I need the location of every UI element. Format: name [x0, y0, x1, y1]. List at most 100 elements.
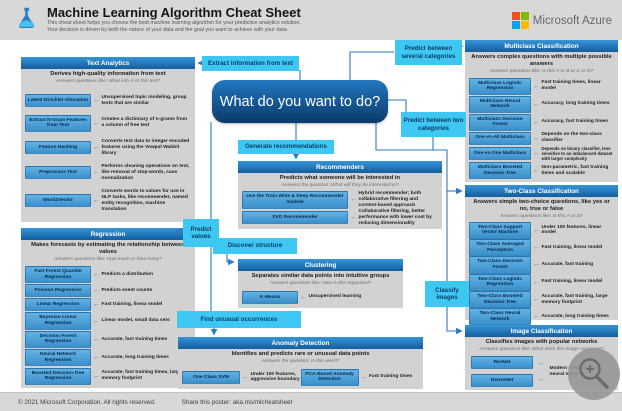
left-arrow-icon — [93, 169, 100, 176]
algorithm-box: One Class SVM — [182, 370, 240, 384]
label-predict-between-several-categories: Predict between several categories — [395, 40, 462, 65]
section-subtitle: Separates similar data points into intui… — [251, 273, 390, 279]
algorithm-desc: Depends on the two-class classifier — [541, 132, 602, 144]
algorithm-row: One Class SVM Under 100 features, aggres… — [182, 370, 301, 384]
algorithm-box: PCA-Based Anomaly Detection — [300, 368, 359, 387]
section-question: Answers questions like: How much or how … — [54, 256, 162, 262]
section-title: Image Classification — [465, 325, 618, 337]
section-question: Answers the question: Is this weird? — [261, 358, 340, 364]
algorithm-box: Extract N-Gram Features from Text — [25, 114, 91, 132]
section-text-analytics: Text Analytics Derives high-quality info… — [21, 57, 195, 222]
left-arrow-icon — [242, 374, 249, 381]
section-title: Regression — [21, 228, 195, 240]
zoom-magnifier-icon[interactable] — [566, 346, 622, 402]
algorithm-row: Latent Dirichlet Allocation Unsupervised… — [21, 94, 195, 108]
section-title: Clustering — [238, 259, 403, 271]
section-subtitle: Derives high-quality information from te… — [50, 71, 166, 77]
label-discover-structure: Discover structure — [213, 238, 297, 254]
algorithm-box: Two-Class Support Vector Machine — [469, 221, 531, 240]
algorithm-desc: Accurate, long training times — [541, 313, 609, 319]
algorithm-box: Two-Class Averaged Perceptron — [469, 239, 531, 257]
left-arrow-icon — [93, 197, 100, 204]
algorithm-desc: Under 100 features, aggressive boundary — [250, 371, 300, 383]
algorithm-desc: Under 100 features, linear model — [541, 224, 602, 236]
label-classify-images: Classify images — [425, 281, 469, 307]
algorithm-desc: Accurate, fast training — [541, 262, 594, 268]
section-subtitle: Makes forecasts by estimating the relati… — [31, 242, 185, 255]
algorithm-box: One-vs-One Multiclass — [469, 146, 531, 160]
algorithm-box: Boosted Decision Tree Regression — [25, 367, 91, 385]
label-predict-between-two-categories: Predict between two categories — [401, 112, 466, 137]
algorithm-row: Two-Class Averaged Perceptron Fast train… — [465, 239, 618, 257]
left-arrow-icon — [93, 336, 100, 343]
left-arrow-icon — [533, 101, 540, 108]
algorithm-desc: Accurate, long training times — [101, 354, 169, 360]
algorithm-row: Boosted Decision Tree Regression Accurat… — [21, 367, 195, 385]
left-arrow-icon — [93, 287, 100, 294]
left-arrow-icon — [533, 279, 540, 286]
algorithm-desc: Non-parametric, fast training times and … — [541, 164, 609, 176]
algorithm-row: Fast Forest Quantile Regression Predicts… — [21, 265, 195, 284]
algorithm-row: Decision Forest Regression Accurate, fas… — [21, 330, 195, 349]
algorithm-row: Two-Class Decision Forest Accurate, fast… — [465, 256, 618, 274]
algorithm-row: Feature Hashing Converts text data to in… — [21, 139, 195, 157]
algorithm-desc: Fast training, linear model — [541, 244, 603, 250]
algorithm-desc: Predicts event counts — [101, 287, 153, 293]
algorithm-desc: Depends on binary classifier, less sensi… — [541, 145, 613, 161]
header-bar: Machine Learning Algorithm Cheat Sheet T… — [0, 0, 622, 40]
algorithm-row: Use the Train Wide & Deep Recommender mo… — [238, 191, 442, 209]
brand-name: Microsoft Azure — [532, 14, 612, 27]
algorithm-row: One-vs-One Multiclass Depends on binary … — [465, 146, 618, 161]
algorithm-box: Multiclass Decision Forest — [469, 113, 531, 132]
left-arrow-icon — [361, 374, 368, 381]
algorithm-row: Neural Network Regression Accurate, long… — [21, 349, 195, 367]
algorithm-desc: Fast training, linear model — [101, 301, 163, 307]
algorithm-desc: Accuracy, fast training times — [541, 119, 609, 125]
left-arrow-icon — [538, 376, 545, 383]
section-subtitle: Answers complex questions with multiple … — [471, 54, 612, 67]
left-arrow-icon — [350, 214, 357, 221]
section-clustering: Clustering Separates similar data points… — [238, 259, 403, 308]
algorithm-box: DenseNet — [471, 374, 533, 388]
label-extract-information-from-text: Extract information from text — [202, 56, 299, 71]
section-question: Answers questions like: Is this A or B o… — [489, 68, 594, 74]
algorithm-row: Preprocess Text Performs cleaning operat… — [21, 164, 195, 182]
algorithm-row: Multiclass Logistic Regression Fast trai… — [465, 77, 618, 95]
footer-bar: © 2021 Microsoft Corporation. All rights… — [0, 392, 622, 411]
algorithm-box: Two-Class Boosted Decision Tree — [469, 290, 531, 309]
left-arrow-icon — [533, 83, 540, 90]
left-arrow-icon — [350, 196, 357, 203]
left-arrow-icon — [93, 373, 100, 380]
section-subtitle: Answers simple two-choice questions, lik… — [473, 199, 610, 212]
section-question: Answers questions like: What info is in … — [55, 78, 161, 84]
algorithm-box: Preprocess Text — [25, 166, 91, 180]
algorithm-box: Bayesian Linear Regression — [25, 312, 91, 330]
algorithm-desc: Accurate, fast training, large memory fo… — [541, 293, 608, 305]
left-arrow-icon — [93, 301, 100, 308]
algorithm-box: Use the Train Wide & Deep Recommender mo… — [242, 191, 348, 209]
algorithm-box: Multiclass Logistic Regression — [469, 77, 531, 95]
algorithm-row: Linear Regression Fast training, linear … — [21, 298, 195, 312]
left-arrow-icon — [538, 360, 545, 367]
algorithm-box: Multiclass Boosted Decision Tree — [469, 161, 531, 180]
left-arrow-icon — [533, 150, 540, 157]
left-arrow-icon — [533, 261, 540, 268]
algorithm-row: Multiclass Decision Forest Accuracy, fas… — [465, 113, 618, 132]
algorithm-row: Two-Class Logistic Regression Fast train… — [465, 273, 618, 291]
algorithm-desc: Fast training, linear model — [541, 279, 603, 285]
left-arrow-icon — [300, 294, 307, 301]
algorithm-box: Linear Regression — [25, 298, 91, 312]
algorithm-desc: Unsupervised topic modeling, group texts… — [101, 94, 187, 106]
left-arrow-icon — [533, 135, 540, 142]
left-arrow-icon — [533, 167, 540, 174]
algorithm-box: Two-Class Logistic Regression — [469, 273, 531, 291]
label-generate-recommendations: Generate recommendations — [238, 140, 334, 154]
section-two-class-classification: Two-Class Classification Answers simple … — [465, 185, 618, 326]
algorithm-desc: Hybrid recommender; both collaborative f… — [358, 191, 422, 208]
algorithm-desc: Accurate, fast training times, large mem… — [101, 370, 182, 382]
algorithm-desc: Linear model, small data sets — [101, 318, 170, 324]
algorithm-desc: Unsupervised learning — [308, 294, 362, 300]
algorithm-desc: Predicts a distribution — [101, 271, 154, 277]
section-multiclass-classification: Multiclass Classification Answers comple… — [465, 40, 618, 182]
